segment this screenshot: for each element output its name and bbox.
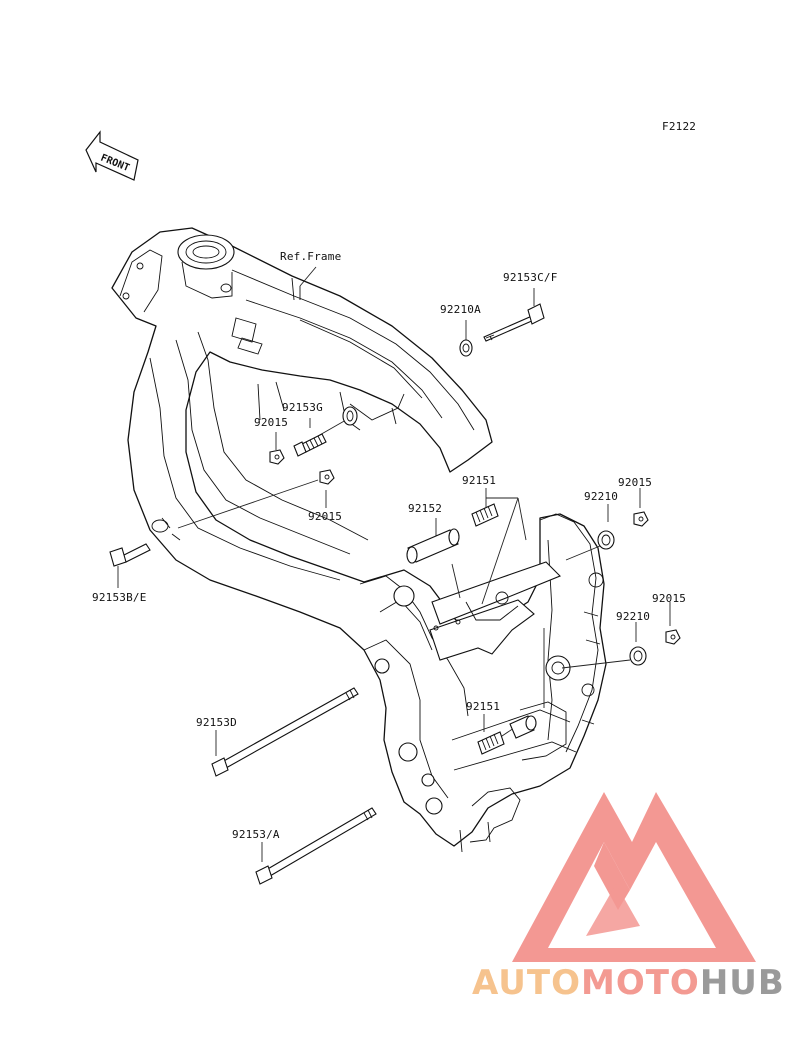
watermark-auto: AUTOMOTOHUB [472, 963, 785, 1003]
part-labels: Ref.Frame 92153C/F 92210A 92153G 92015 9… [92, 250, 686, 841]
label-92210a: 92210A [440, 303, 481, 316]
collar-upper [342, 406, 358, 426]
collar-92210-lower [629, 646, 647, 666]
motorcycle-frame [111, 227, 607, 853]
bolt-92153a [255, 807, 377, 885]
threaded-92151-upper [471, 503, 499, 527]
ref-frame-label: Ref.Frame [280, 250, 341, 263]
label-92015-c: 92015 [618, 476, 652, 489]
label-92151-lower: 92151 [466, 700, 500, 713]
label-92015-b: 92015 [308, 510, 342, 523]
label-92015-a: 92015 [254, 416, 288, 429]
bolt-92153d [211, 687, 359, 777]
threaded-92151-lower [477, 731, 505, 755]
label-92153g: 92153G [282, 401, 323, 414]
label-92153a: 92153/A [232, 828, 280, 841]
label-92015-d: 92015 [652, 592, 686, 605]
nut-92015-left [269, 449, 285, 465]
label-92153be: 92153B/E [92, 591, 147, 604]
bolt-92153g [293, 433, 327, 457]
collar-92210-upper [597, 530, 615, 550]
nut-92015-lower-right [665, 629, 681, 645]
automotohub-logo-icon [512, 792, 756, 962]
collar-92210a [459, 339, 473, 357]
parts-hardware [109, 303, 681, 885]
bolt-92153cf [483, 303, 545, 342]
label-92153d: 92153D [196, 716, 237, 729]
leader-lines [117, 266, 671, 862]
bolt-92153be [109, 543, 151, 567]
nut-92015-middle [319, 469, 335, 485]
diagram-code: F2122 [662, 120, 696, 133]
front-arrow-icon: FRONT [85, 130, 139, 181]
automotohub-watermark: AUTOMOTOHUB [472, 792, 785, 1003]
label-92152: 92152 [408, 502, 442, 515]
collar-lower [509, 715, 537, 739]
label-92210-lower: 92210 [616, 610, 650, 623]
label-92151-upper: 92151 [462, 474, 496, 487]
label-92153cf: 92153C/F [503, 271, 558, 284]
nut-92015-upper-right [633, 511, 649, 527]
spacer-92152 [406, 528, 460, 564]
label-92210-upper: 92210 [584, 490, 618, 503]
